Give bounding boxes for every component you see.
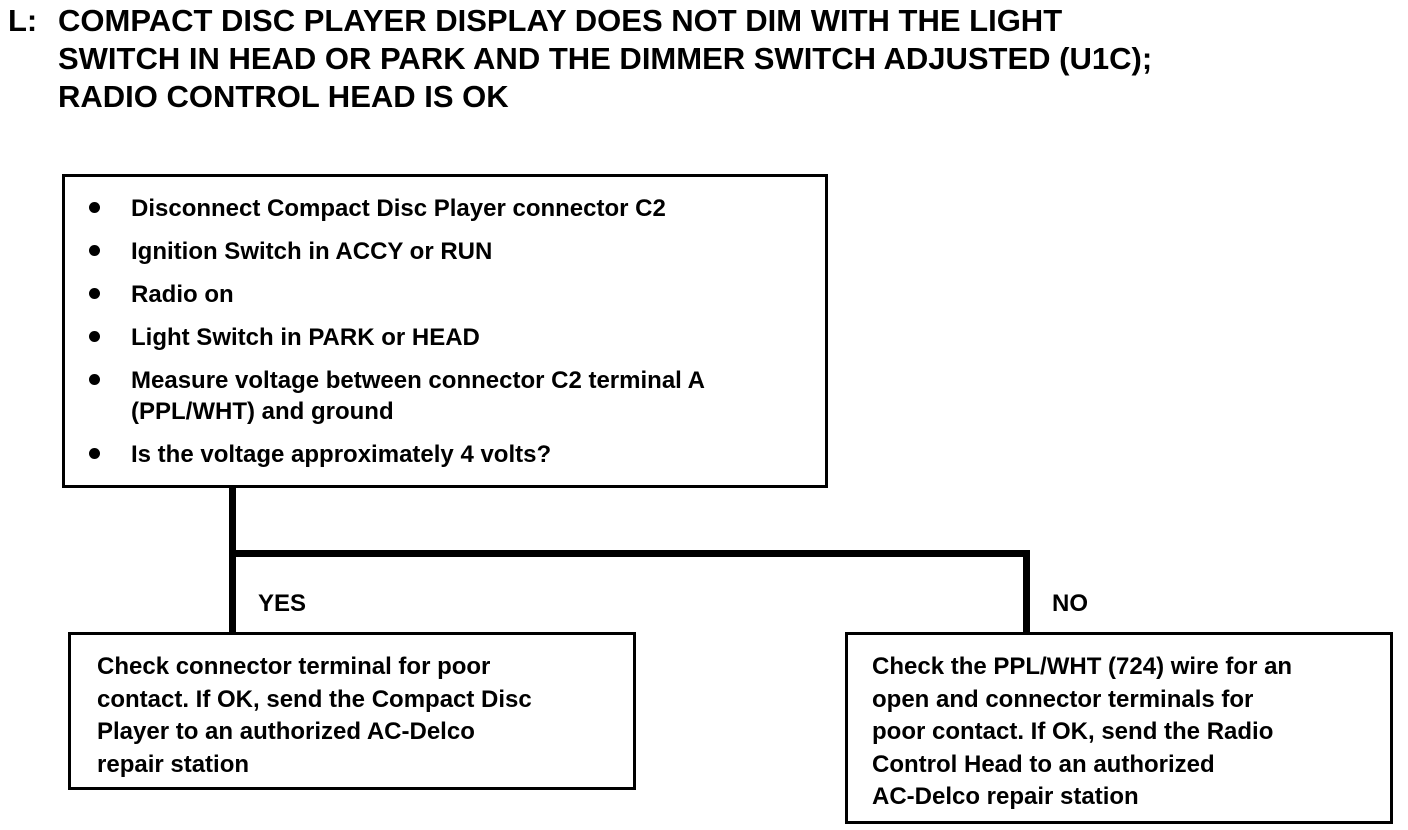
connector-no-drop [1023,550,1030,634]
bullet-icon [89,448,100,459]
step-item: Radio on [89,279,825,310]
yes-label: YES [258,590,307,617]
step-text: Disconnect Compact Disc Player connector… [131,195,666,222]
step-item: Disconnect Compact Disc Player connector… [89,193,825,224]
bullet-icon [89,245,100,256]
step-text: Measure voltage between connector C2 ter… [131,367,705,425]
step-text: Radio on [131,281,234,308]
step-item: Ignition Switch in ACCY or RUN [89,236,825,267]
step-item: Measure voltage between connector C2 ter… [89,365,825,427]
no-label: NO [1052,590,1088,617]
yes-result-text: Check connector terminal for poor contac… [97,653,532,778]
step-item: Light Switch in PARK or HEAD [89,322,825,353]
title-letter: L: [8,3,38,38]
bullet-icon [89,288,100,299]
title-line-2: SWITCH IN HEAD OR PARK AND THE DIMMER SW… [58,41,1153,76]
title-line-3: RADIO CONTROL HEAD IS OK [58,79,509,114]
no-result-box: Check the PPL/WHT (724) wire for an open… [845,632,1393,824]
bullet-icon [89,374,100,385]
no-result-text: Check the PPL/WHT (724) wire for an open… [872,653,1293,810]
step-text: Ignition Switch in ACCY or RUN [131,238,493,265]
bullet-icon [89,202,100,213]
title-line-1: COMPACT DISC PLAYER DISPLAY DOES NOT DIM… [58,3,1063,38]
title-lines: COMPACT DISC PLAYER DISPLAY DOES NOT DIM… [58,2,1358,116]
yes-result-box: Check connector terminal for poor contac… [68,632,636,790]
bullet-icon [89,331,100,342]
connector-yes-drop [229,550,236,634]
test-procedure-box: Disconnect Compact Disc Player connector… [62,174,828,488]
step-text: Light Switch in PARK or HEAD [131,324,480,351]
connector-horizontal [229,550,1030,557]
step-text: Is the voltage approximately 4 volts? [131,441,552,468]
connector-trunk [229,487,236,557]
step-item: Is the voltage approximately 4 volts? [89,439,825,470]
